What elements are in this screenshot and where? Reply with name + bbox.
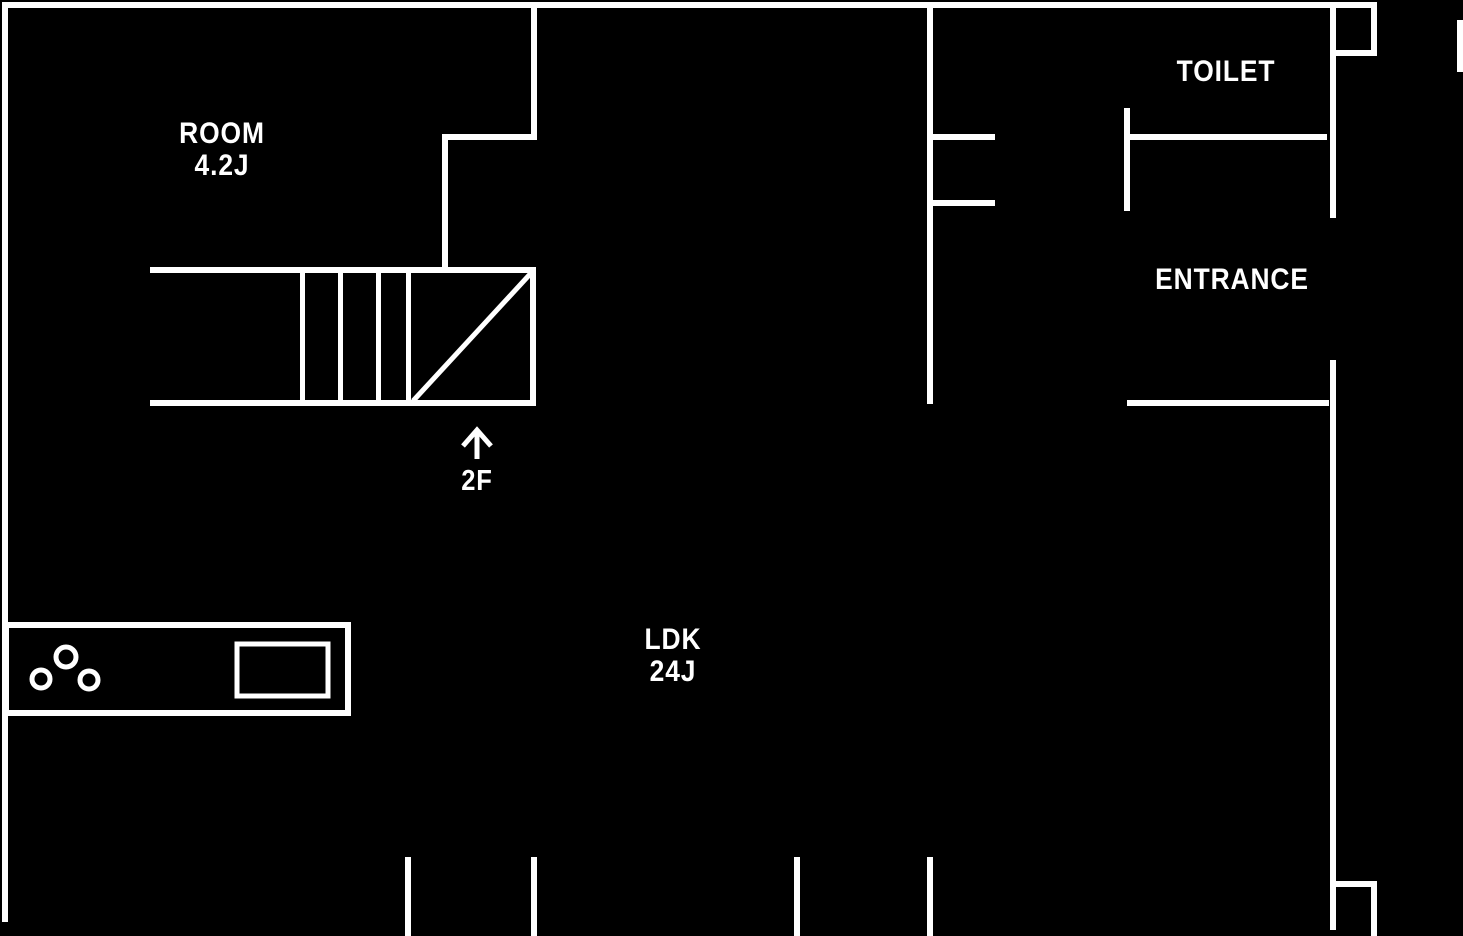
wall-toilet-left [1124, 108, 1130, 211]
interior-walls [442, 2, 1329, 406]
wall-bottom-right-notch-v [1371, 881, 1377, 936]
ldk-size: 24J [649, 655, 697, 688]
toilet-label: TOILET [1176, 55, 1276, 88]
mullion-3 [794, 857, 800, 936]
wall-room-right [531, 2, 537, 140]
wall-top-right-notch-h [1336, 50, 1377, 56]
stove-burner-top [53, 644, 79, 670]
wall-hall-stub-upper [933, 134, 995, 140]
kitchen-counter [3, 622, 351, 716]
wall-right-lower [1330, 360, 1336, 930]
mullion-4 [927, 857, 933, 936]
entrance-label: ENTRANCE [1155, 263, 1309, 296]
wall-left [2, 2, 8, 922]
wall-entrance-bottom [1127, 400, 1329, 406]
stairs [150, 267, 536, 406]
wall-top-right-notch-v [1371, 2, 1377, 56]
stairs-up-arrow-icon [461, 426, 493, 459]
stairs-direction-label: 2F [461, 465, 493, 497]
wall-bottom-right-notch-h [1336, 881, 1377, 887]
stairs-right-edge [530, 267, 536, 406]
kitchen-counter-outline [3, 622, 351, 716]
ldk-label: LDK 24J [645, 624, 702, 688]
stairs-diagonal [411, 270, 534, 403]
wall-room-step-v [442, 134, 448, 273]
arrow-head [461, 426, 493, 448]
kitchen-sink [234, 641, 331, 699]
stove-burner-left [29, 667, 53, 691]
room-size: 4.2J [194, 149, 250, 182]
room-name: ROOM [179, 117, 265, 150]
stairs-top-edge [150, 267, 536, 273]
wall-hall-stub-lower [933, 200, 995, 206]
mullion-2 [531, 857, 537, 936]
stairs-tread-4 [406, 273, 411, 400]
wall-room-step-h [442, 134, 537, 140]
stairs-tread-3 [376, 273, 381, 400]
ldk-name: LDK [644, 623, 702, 656]
room-label: ROOM 4.2J [179, 118, 265, 182]
stairs-tread-2 [338, 273, 343, 400]
stairs-bottom-edge [150, 400, 536, 406]
stove-burners-icon [29, 644, 101, 692]
stairs-tread-1 [300, 273, 305, 400]
wall-hall-divider [927, 2, 933, 404]
stove-burner-right [77, 668, 101, 692]
wall-edge-sliver [1457, 20, 1463, 72]
wall-toilet-bottom [1130, 134, 1327, 140]
wall-right-upper [1330, 2, 1336, 218]
window-mullions [405, 857, 933, 936]
mullion-1 [405, 857, 411, 936]
wall-top [2, 2, 1377, 8]
